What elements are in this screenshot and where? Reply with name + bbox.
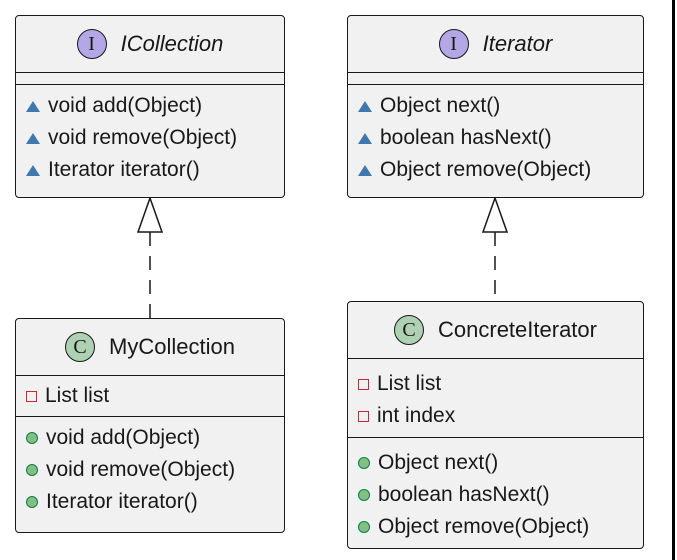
field-row: int index [348,400,643,432]
method-row: Object next() [348,90,643,122]
class-stereotype-icon: C [394,315,425,345]
method-label: Iterator iterator() [46,490,198,513]
class-iterator[interactable]: I Iterator Object next() boolean hasNext… [347,15,644,198]
package-visibility-icon [26,164,40,176]
method-row: boolean hasNext() [348,122,643,154]
method-row: void remove(Object) [16,454,284,486]
field-row: List list [348,368,643,400]
package-visibility-icon [26,132,40,144]
fields-section [16,73,284,85]
method-row: void add(Object) [16,422,284,454]
method-row: boolean hasNext() [348,479,643,511]
method-label: boolean hasNext() [378,483,550,506]
fields-section: List list int index [348,359,643,438]
class-header: C ConcreteIterator [348,302,643,359]
fields-section: List list [16,376,284,417]
private-visibility-icon [358,378,369,390]
realization-mycollection-icollection [136,195,164,318]
method-row: Object remove(Object) [348,511,643,543]
public-visibility-icon [26,496,38,508]
field-label: List list [377,372,442,395]
package-visibility-icon [358,132,372,144]
interface-stereotype-icon: I [76,29,107,59]
class-icollection[interactable]: I ICollection void add(Object) void remo… [15,15,285,198]
method-label: Object next() [380,94,501,117]
class-header: I ICollection [16,16,284,73]
method-label: void add(Object) [48,94,203,117]
class-header: C MyCollection [16,319,284,376]
method-row: Object next() [348,447,643,479]
fields-section [348,73,643,85]
private-visibility-icon [26,390,37,402]
method-row: void remove(Object) [16,122,284,154]
class-name: Iterator [482,31,553,56]
method-label: boolean hasNext() [380,126,552,149]
package-visibility-icon [358,164,372,176]
method-label: Object remove(Object) [380,158,592,181]
methods-section: Object next() boolean hasNext() Object r… [348,438,643,543]
frame-border [672,0,675,560]
public-visibility-icon [26,464,38,476]
method-label: void add(Object) [46,426,201,449]
realization-concreteiterator-iterator [481,195,509,301]
method-label: Iterator iterator() [48,158,200,181]
public-visibility-icon [358,521,370,533]
class-mycollection[interactable]: C MyCollection List list void add(Object… [15,318,285,533]
class-concreteiterator[interactable]: C ConcreteIterator List list int index O… [347,301,644,549]
method-label: Object remove(Object) [378,515,590,538]
field-row: List list [16,380,284,412]
package-visibility-icon [358,100,372,112]
method-label: Object next() [378,451,499,474]
public-visibility-icon [26,432,38,444]
method-row: void add(Object) [16,90,284,122]
methods-section: Object next() boolean hasNext() Object r… [348,85,643,186]
package-visibility-icon [26,100,40,112]
public-visibility-icon [358,489,370,501]
method-label: void remove(Object) [48,126,238,149]
field-label: List list [45,384,110,407]
class-name: ConcreteIterator [438,317,597,342]
method-row: Iterator iterator() [16,154,284,186]
class-header: I Iterator [348,16,643,73]
field-label: int index [377,404,456,427]
method-label: void remove(Object) [46,458,236,481]
class-name: ICollection [120,31,224,56]
method-row: Iterator iterator() [16,486,284,518]
public-visibility-icon [358,457,370,469]
private-visibility-icon [358,410,369,422]
interface-stereotype-icon: I [438,29,469,59]
class-name: MyCollection [109,334,235,359]
methods-section: void add(Object) void remove(Object) Ite… [16,85,284,186]
methods-section: void add(Object) void remove(Object) Ite… [16,417,284,518]
method-row: Object remove(Object) [348,154,643,186]
class-stereotype-icon: C [65,332,96,362]
